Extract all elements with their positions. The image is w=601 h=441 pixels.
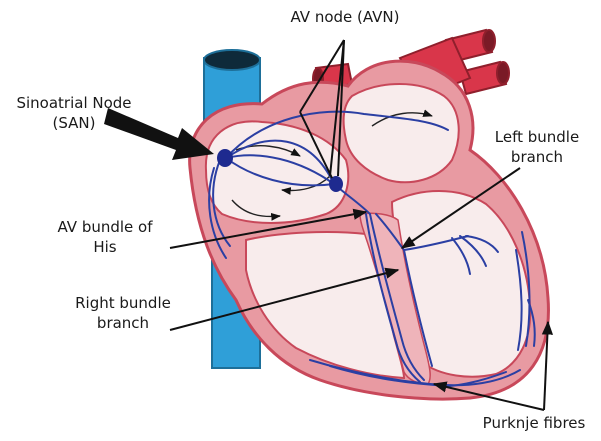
- purkinje-fibres-label: Purknje fibres: [470, 414, 598, 433]
- av-bundle-label-line1: AV bundle of: [40, 218, 170, 237]
- right-bundle-label-line2: branch: [58, 314, 188, 333]
- sinoatrial-node: [217, 149, 233, 167]
- right-bundle-label-line1: Right bundle: [58, 294, 188, 313]
- left-bundle-label-line2: branch: [478, 148, 596, 167]
- av-node-label: AV node (AVN): [262, 8, 428, 27]
- san-label-line1: Sinoatrial Node: [4, 94, 144, 113]
- left-bundle-label-line1: Left bundle: [478, 128, 596, 147]
- san-label-line2: (SAN): [4, 114, 144, 133]
- av-bundle-label-line2: His: [40, 238, 170, 257]
